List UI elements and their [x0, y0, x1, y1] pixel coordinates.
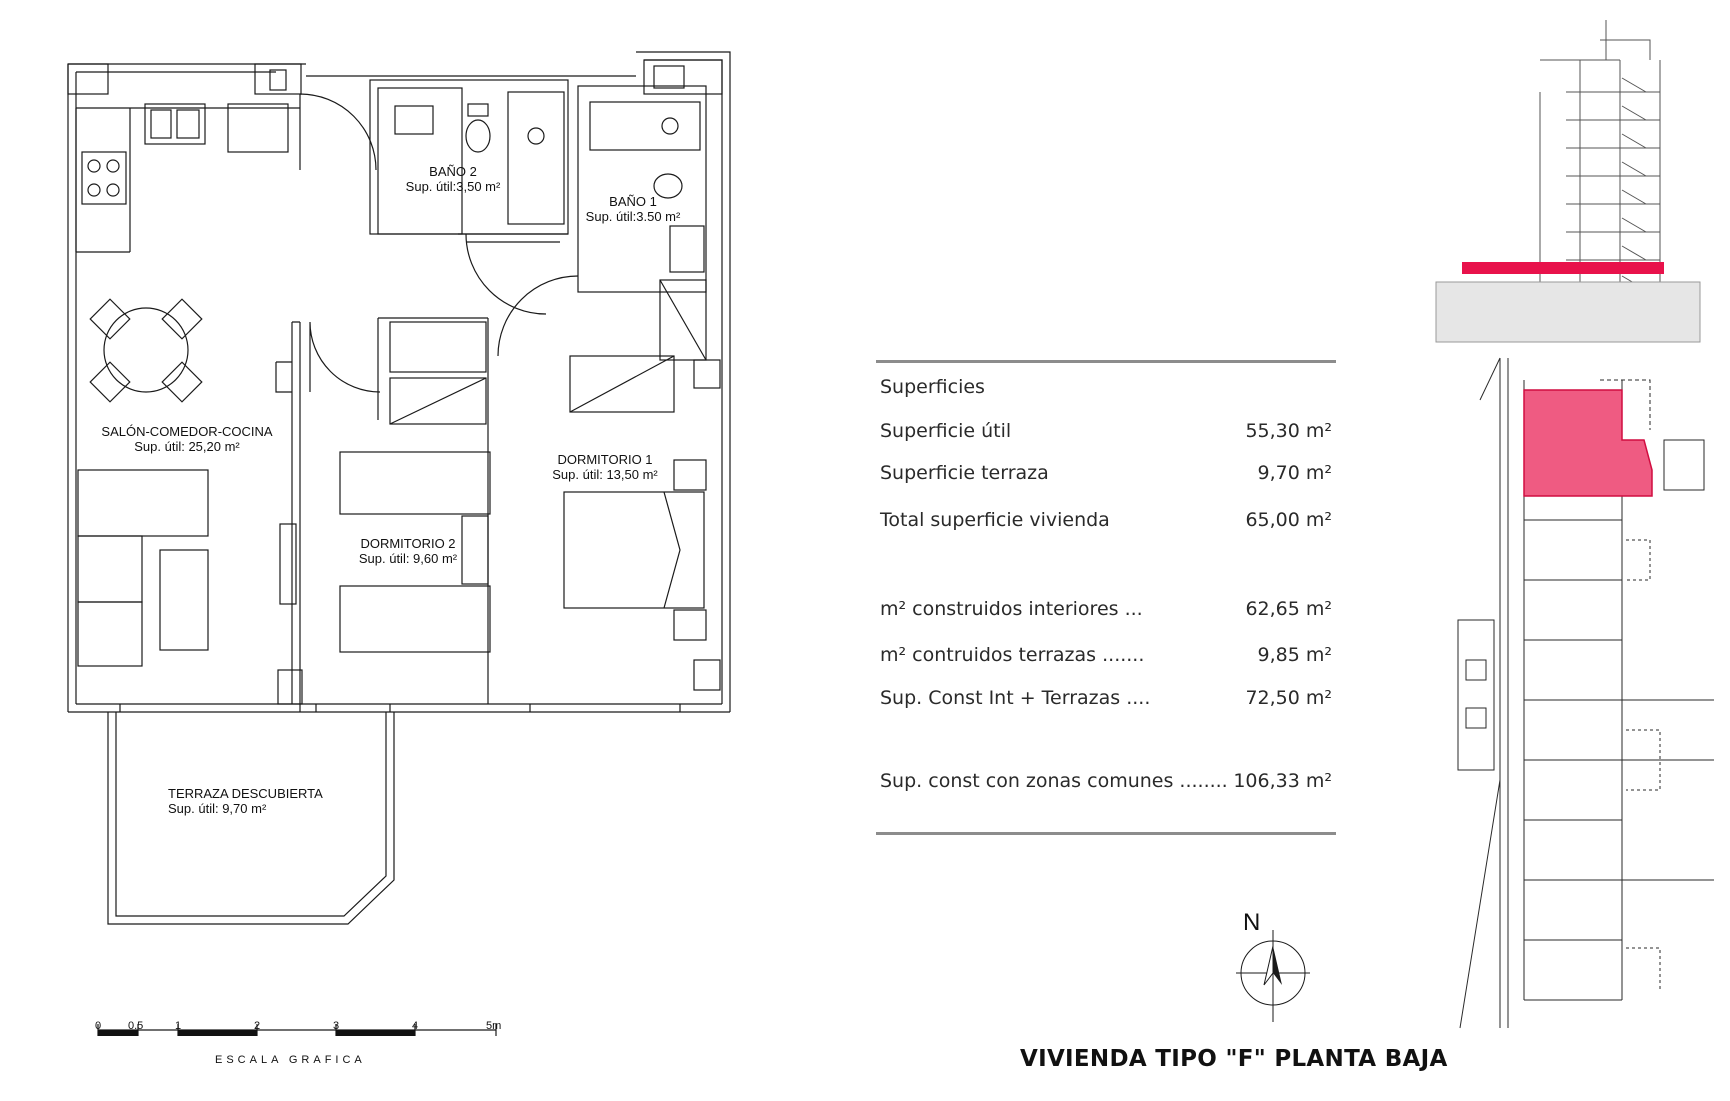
room-name-bano1: BAÑO 1 [609, 194, 657, 209]
key-plan [1457, 357, 1714, 1029]
room-area-salon: Sup. útil: 25,20 m² [134, 439, 240, 454]
column [67, 63, 109, 95]
column-inner [269, 69, 287, 91]
terrace-outline [107, 712, 395, 925]
surface-label: Sup. const con zonas comunes ........ [880, 770, 1228, 792]
bottom-rule [876, 832, 1336, 835]
room-label-bano2: BAÑO 2 Sup. útil:3,50 m² [398, 164, 508, 194]
column [254, 63, 302, 95]
top-rule [876, 360, 1336, 363]
coffee-table [159, 549, 209, 651]
nightstand-1b [673, 609, 707, 641]
scale-tick-1: 1 [175, 1020, 182, 1032]
bath1-door [497, 275, 579, 357]
unit-highlight [1523, 389, 1653, 497]
bath2-door [465, 233, 547, 315]
surface-value: 9,85 m² [1257, 644, 1332, 666]
partition [291, 321, 301, 704]
room-area-dorm1: Sup. útil: 13,50 m² [552, 467, 658, 482]
page-title: VIVIENDA TIPO "F" PLANTA BAJA [1020, 1046, 1448, 1072]
washbasin-1 [669, 225, 705, 273]
surface-label: m² construidos interiores ... [880, 598, 1143, 620]
bathtub [589, 101, 701, 151]
surface-value: 9,70 m² [1257, 462, 1332, 484]
scale-caption: ESCALA GRAFICA [215, 1054, 366, 1066]
bed-1 [563, 491, 705, 609]
section-elevation [1435, 20, 1701, 343]
north-label: N [1243, 909, 1261, 936]
toilet-1 [653, 173, 683, 199]
scale-tick-5: 5m [486, 1020, 502, 1032]
room-name-salon: SALÓN-COMEDOR-COCINA [101, 424, 273, 439]
fridge [227, 103, 289, 153]
nightstand [461, 515, 489, 585]
column [643, 59, 723, 95]
surface-label: Superficie útil [880, 420, 1012, 442]
room-area-dorm2: Sup. útil: 9,60 m² [358, 551, 458, 566]
bath1-walls [577, 85, 707, 293]
north-arrow [1236, 930, 1310, 1022]
dining-table [103, 307, 189, 393]
surface-value: 62,65 m² [1245, 598, 1332, 620]
bed-2b [339, 585, 491, 653]
bedroom-door [309, 321, 381, 393]
entry-door [299, 93, 377, 171]
scale-tick-05: 0.5 [128, 1020, 144, 1032]
room-name-dorm2: DORMITORIO 2 [360, 536, 456, 551]
scale-tick-4: 4 [412, 1020, 419, 1032]
washbasin [394, 105, 434, 135]
outer-wall-top [76, 71, 636, 77]
surface-label: m² contruidos terrazas ....... [880, 644, 1145, 666]
scale-blocks [98, 1030, 415, 1036]
toilet [465, 119, 491, 153]
wardrobe [659, 279, 707, 361]
hob [81, 151, 127, 205]
level-highlight [1462, 262, 1664, 274]
room-name-dorm1: DORMITORIO 1 [557, 452, 653, 467]
surface-label: Total superficie vivienda [880, 509, 1110, 531]
room-area-bano1: Sup. útil:3.50 m² [585, 209, 681, 224]
column-inner [653, 65, 685, 89]
room-label-bano1: BAÑO 1 Sup. útil:3.50 m² [578, 194, 688, 224]
kitchen-counter [75, 107, 300, 253]
room-label-dorm1: DORMITORIO 1 Sup. útil: 13,50 m² [540, 452, 670, 482]
sofa [77, 469, 209, 537]
sink [144, 103, 206, 145]
surface-value: 65,00 m² [1245, 509, 1332, 531]
room-label-terraza: TERRAZA DESCUBIERTA Sup. útil: 9,70 m² [168, 786, 323, 816]
surface-label: Superficie terraza [880, 462, 1049, 484]
shower [507, 91, 565, 225]
scale-tick-2: 2 [254, 1020, 261, 1032]
scale-tick-3: 3 [333, 1020, 340, 1032]
bed-2a [339, 451, 491, 515]
room-area-bano2: Sup. útil:3,50 m² [405, 179, 501, 194]
scale-bar [97, 1024, 497, 1036]
wardrobe-2 [389, 321, 487, 373]
surface-value: 55,30 m² [1245, 420, 1332, 442]
room-area-terraza: Sup. útil: 9,70 m² [168, 801, 267, 816]
room-label-salon: SALÓN-COMEDOR-COCINA Sup. útil: 25,20 m² [100, 424, 274, 454]
outer-wall-right [636, 51, 731, 712]
scale-tick-0: 0 [95, 1020, 102, 1032]
nightstand-1 [673, 459, 707, 491]
surface-label: Sup. Const Int + Terrazas .... [880, 687, 1151, 709]
wardrobe-1 [569, 355, 675, 413]
surface-value: 72,50 m² [1245, 687, 1332, 709]
room-name-bano2: BAÑO 2 [429, 164, 477, 179]
surface-value: 106,33 m² [1233, 770, 1332, 792]
surfaces-heading-text: Superficies [880, 376, 985, 398]
room-name-terraza: TERRAZA DESCUBIERTA [168, 786, 323, 801]
bath2-walls [369, 79, 569, 235]
outer-wall [67, 63, 730, 713]
room-label-dorm2: DORMITORIO 2 Sup. útil: 9,60 m² [346, 536, 470, 566]
